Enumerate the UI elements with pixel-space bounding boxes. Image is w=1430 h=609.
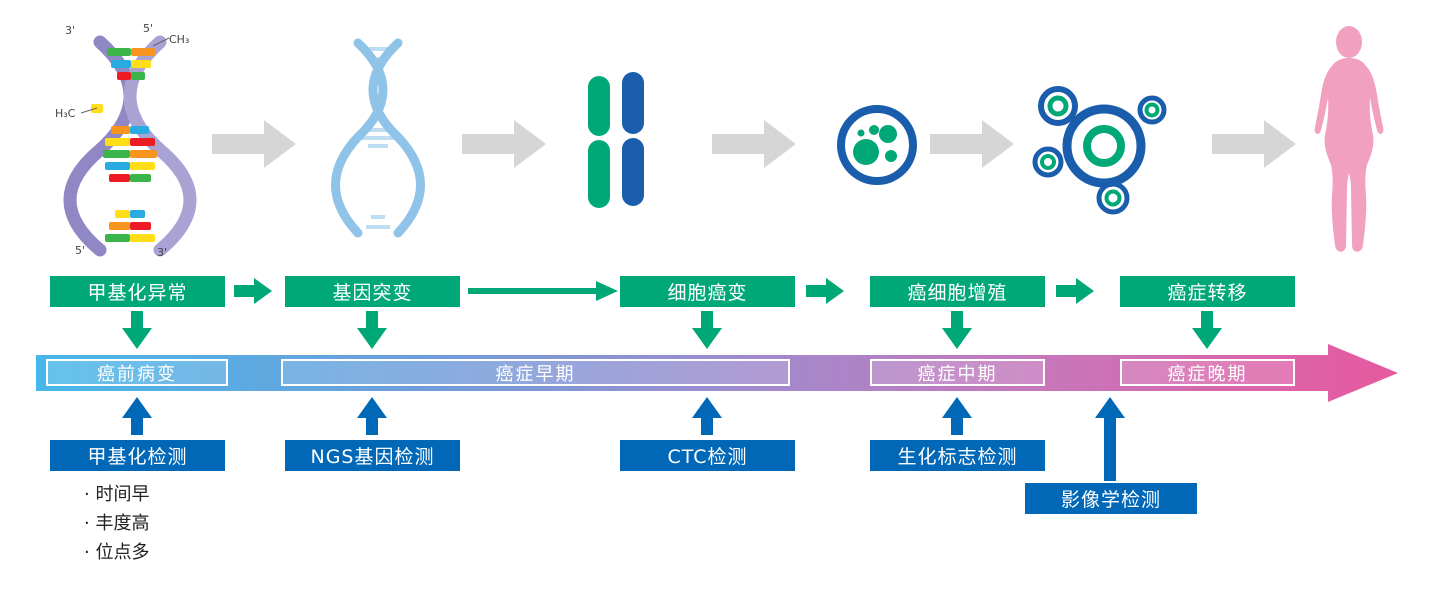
chromosome-icon [588,72,644,208]
stage-label-cell-proliferation: 癌细胞增殖 [870,276,1045,307]
dna-label-3prime-top: 3' [65,24,75,37]
blue-up-arrow-icon-4 [942,397,972,435]
gray-arrow-icon-4 [930,120,1014,168]
methylation-advantage-item: · 丰度高 [84,513,150,534]
detection-label-biomarker: 生化标志检测 [870,440,1045,471]
stage-label-metastasis: 癌症转移 [1120,276,1295,307]
dna-annotation-lines [80,37,170,114]
green-right-arrow-icon-2 [806,278,844,304]
timeline-gradient-arrow [36,344,1398,402]
green-down-arrow-icon-5 [1192,311,1222,349]
human-body-icon [1314,26,1384,252]
methylation-advantage-item: · 位点多 [84,542,150,563]
dna-label-ch3: CH₃ [169,33,189,46]
metastasis-cells-icon [1032,86,1167,215]
cancer-cell-icon [837,105,917,185]
gray-arrow-icon-2 [462,120,546,168]
methylated-dna-icon: 3' 5' CH₃ H₃C 5' 3' [55,22,197,258]
gray-arrow-icon-5 [1212,120,1296,168]
dna-label-5prime-top: 5' [143,22,153,35]
dna-helix-icon [331,38,425,238]
green-long-arrow-icon [468,281,618,301]
gray-arrow-icon-3 [712,120,796,168]
green-down-arrow-icon-4 [942,311,972,349]
chromosome-green [588,76,610,208]
blue-up-arrow-icon-5 [1095,397,1125,481]
chromosome-blue [622,72,644,206]
dna-label-5prime-bottom: 5' [75,244,85,257]
detection-label-methylation: 甲基化检测 [50,440,225,471]
dna-label-3prime-bottom: 3' [157,246,167,258]
cell-membrane [837,105,917,185]
gray-arrow-icon-1 [212,120,296,168]
blue-up-arrow-icon-2 [357,397,387,435]
detection-label-ctc: CTC检测 [620,440,795,471]
dna-label-h3c: H₃C [55,107,76,120]
green-down-arrow-icon-1 [122,311,152,349]
detection-label-imaging: 影像学检测 [1025,483,1197,514]
satellite-cells [1032,86,1167,215]
helix-rungs [361,47,395,229]
methylation-advantage-item: · 时间早 [84,484,150,505]
phase-mid-cancer: 癌症中期 [870,359,1045,386]
body-silhouette [1314,26,1384,252]
phase-late-cancer: 癌症晚期 [1120,359,1295,386]
stage-label-methylation-abnormality: 甲基化异常 [50,276,225,307]
phase-early-cancer: 癌症早期 [281,359,790,386]
blue-up-arrow-icon-3 [692,397,722,435]
green-down-arrow-icon-2 [357,311,387,349]
stage-label-cell-canceration: 细胞癌变 [620,276,795,307]
blue-up-arrow-icon-1 [122,397,152,435]
methylation-advantages-list: · 时间早 · 丰度高 · 位点多 [84,480,149,567]
green-right-arrow-icon-3 [1056,278,1094,304]
green-down-arrow-icon-3 [692,311,722,349]
primary-cell [1062,104,1146,188]
stage-label-gene-mutation: 基因突变 [285,276,460,307]
green-right-arrow-icon-1 [234,278,272,304]
phase-precancerous: 癌前病变 [46,359,228,386]
cell-nuclei [853,125,897,165]
detection-label-ngs: NGS基因检测 [285,440,460,471]
helix-strands [331,38,425,238]
